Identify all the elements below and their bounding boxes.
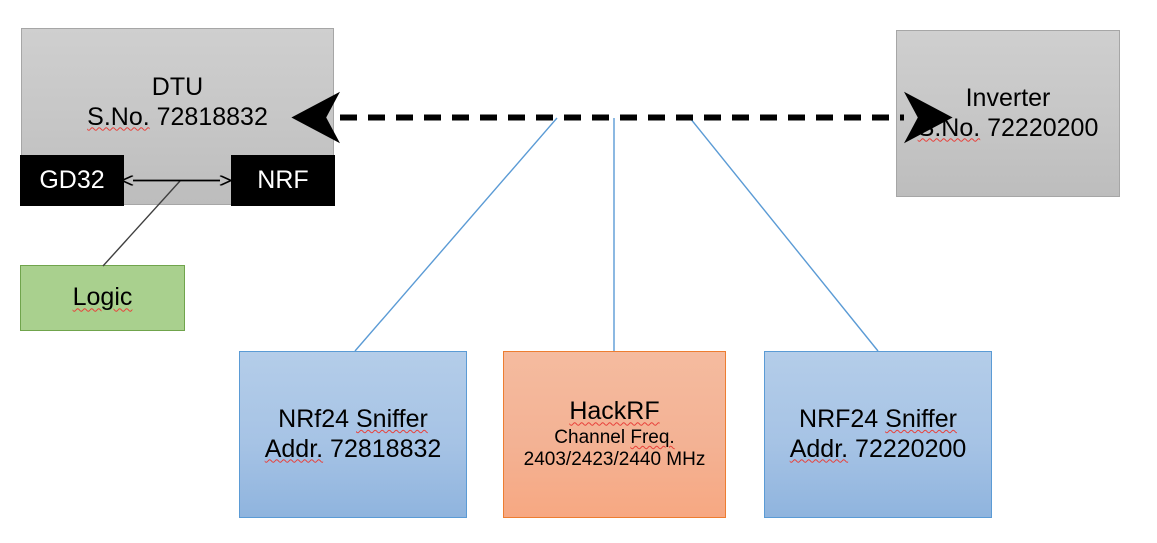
dtu-title: DTU xyxy=(151,73,204,101)
dtu-serial-value: 72818832 xyxy=(156,102,268,131)
sniffer-left-title-prefix: NRf24 xyxy=(278,405,350,433)
hackrf-frequencies: 2403/2423/2440 MHz xyxy=(523,449,706,471)
gd32-label: GD32 xyxy=(39,165,105,194)
logic-box[interactable]: Logic xyxy=(20,265,185,331)
hackrf-channel-label: Channel Freq. xyxy=(554,427,674,449)
dtu-serial: S.No. 72818832 xyxy=(87,103,268,133)
sniffer-right-addr: Addr. 72220200 xyxy=(790,435,967,465)
gd32-chip[interactable]: GD32 xyxy=(20,155,124,206)
sniffer-left-title: NRf24 Sniffer xyxy=(278,405,428,435)
inverter-serial: S.No. 72220200 xyxy=(918,114,1099,144)
sniffer-left-addr-prefix: Addr. xyxy=(264,434,324,463)
sniffer-right-title-suffix: Sniffer xyxy=(885,405,957,433)
sniffer-left-addr-value: 72818832 xyxy=(330,434,442,463)
sniffer-left-tap-line xyxy=(354,117,558,352)
nrf-label: NRF xyxy=(257,165,309,194)
inverter-serial-prefix: S.No. xyxy=(917,113,981,142)
hackrf-title: HackRF xyxy=(569,397,660,426)
tap-lines xyxy=(354,117,879,352)
nrf-chip[interactable]: NRF xyxy=(231,155,335,206)
sniffer-right-box[interactable]: NRF24 Sniffer Addr. 72220200 xyxy=(764,351,992,518)
sniffer-right-addr-prefix: Addr. xyxy=(789,434,849,463)
dtu-serial-prefix: S.No. xyxy=(87,102,150,131)
inverter-box[interactable]: Inverter S.No. 72220200 xyxy=(896,30,1120,197)
inverter-serial-value: 72220200 xyxy=(987,113,1099,142)
sniffer-left-box[interactable]: NRf24 Sniffer Addr. 72818832 xyxy=(239,351,467,518)
sniffer-right-title-prefix: NRF24 xyxy=(799,405,879,433)
sniffer-right-tap-line xyxy=(689,117,879,352)
sniffer-left-addr: Addr. 72818832 xyxy=(265,435,442,465)
sniffer-right-addr-value: 72220200 xyxy=(855,434,967,463)
inverter-title: Inverter xyxy=(965,84,1051,112)
hackrf-channel-word: Channel xyxy=(554,426,626,448)
hackrf-freq-word: Freq. xyxy=(630,426,675,448)
sniffer-left-title-suffix: Sniffer xyxy=(356,405,428,433)
hackrf-box[interactable]: HackRF Channel Freq. 2403/2423/2440 MHz xyxy=(503,351,726,518)
logic-label: Logic xyxy=(72,283,133,312)
sniffer-right-title: NRF24 Sniffer xyxy=(799,405,957,435)
